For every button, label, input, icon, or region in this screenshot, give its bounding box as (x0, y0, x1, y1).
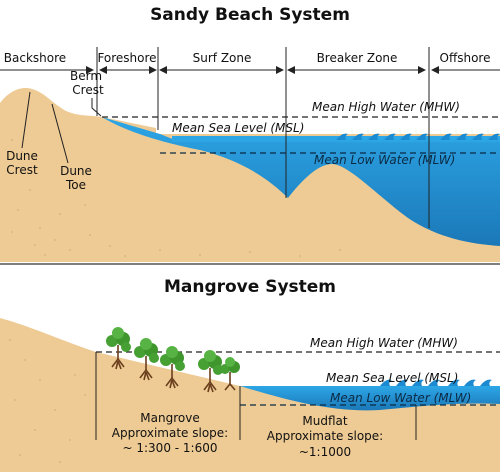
berm-label-line1: Berm (70, 69, 102, 83)
zone-backshore: Backshore (4, 51, 66, 65)
mangrove-note-line1: Mangrove (140, 411, 199, 425)
mangrove-tree-4 (198, 350, 223, 393)
zone-foreshore: Foreshore (97, 51, 156, 65)
mangrove-note-line3: ~ 1:300 - 1:600 (123, 441, 218, 455)
zone-breaker: Breaker Zone (317, 51, 398, 65)
mangrove-msl-label: Mean Sea Level (MSL) (326, 371, 458, 385)
sand-texture (7, 139, 341, 257)
sandy-mlw-label: Mean Low Water (MLW) (314, 153, 455, 167)
mangrove-tree-3 (160, 346, 185, 389)
zone-offshore: Offshore (440, 51, 491, 65)
dune-crest-leader (21, 91, 31, 149)
dune-toe-leader (51, 103, 69, 164)
dune-crest-label-line2: Crest (6, 163, 38, 177)
sandy-beach-panel: Sandy Beach System Backshore Foreshore S… (0, 5, 500, 263)
sandy-waves (336, 133, 500, 140)
berm-label-line2: Crest (72, 83, 104, 97)
mangrove-water (240, 386, 500, 411)
mangrove-mlw-label: Mean Low Water (MLW) (330, 391, 471, 405)
berm-leader (91, 98, 102, 117)
mangrove-panel: Mangrove System (0, 277, 500, 472)
sandy-dividers (96, 47, 430, 228)
mangrove-note-line2: Approximate slope: (112, 426, 228, 440)
mangrove-tree-2 (134, 338, 159, 381)
sandy-msl-label: Mean Sea Level (MSL) (172, 121, 304, 135)
mudflat-note-line2: Approximate slope: (267, 429, 383, 443)
mangrove-tree-5 (220, 357, 240, 391)
zone-surf: Surf Zone (193, 51, 252, 65)
sandy-sand-body (0, 88, 500, 263)
mangrove-sand-texture (9, 339, 86, 463)
mangrove-waves (380, 379, 492, 386)
sandy-mhw-label: Mean High Water (MHW) (312, 100, 460, 114)
msl-surface (172, 136, 500, 142)
sandy-water (102, 117, 500, 246)
dune-toe-label-line1: Dune (60, 164, 92, 178)
sandy-title: Sandy Beach System (150, 5, 350, 25)
dune-toe-label-line2: Toe (65, 178, 86, 192)
mudflat-note-line3: ~1:1000 (299, 445, 351, 459)
mangrove-mhw-label: Mean High Water (MHW) (310, 336, 458, 350)
mangrove-title: Mangrove System (164, 277, 336, 297)
mangrove-tree-1 (106, 327, 131, 370)
mangrove-dividers (95, 352, 417, 440)
mudflat-note-line1: Mudflat (302, 414, 347, 428)
mangrove-trees (106, 327, 240, 393)
dune-crest-label-line1: Dune (6, 149, 38, 163)
mangrove-sand-body (0, 318, 500, 472)
